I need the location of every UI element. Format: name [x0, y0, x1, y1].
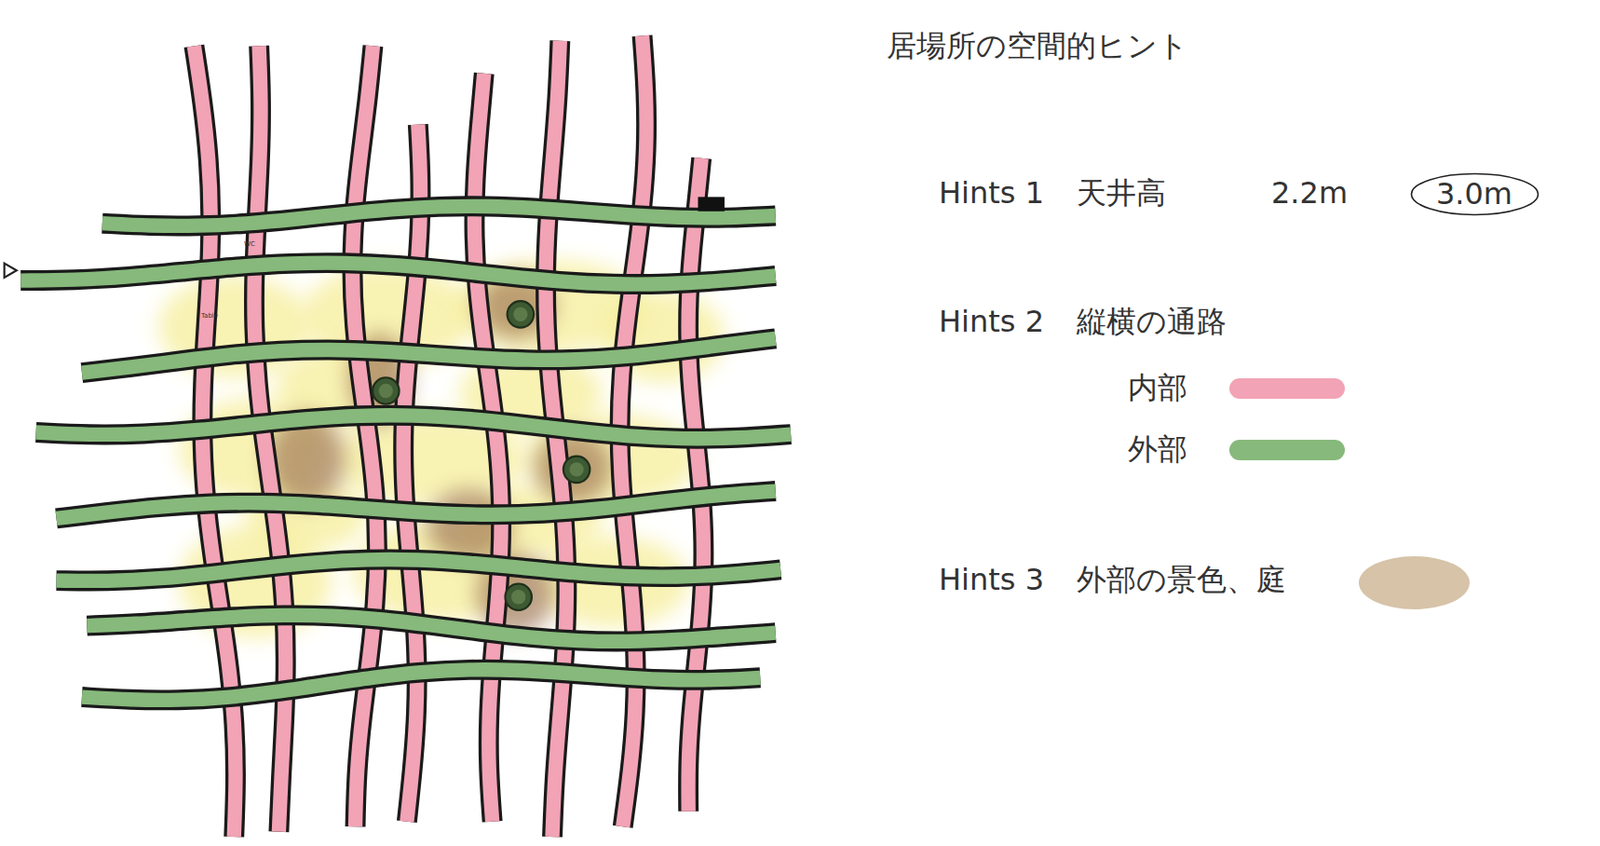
title: 居場所の空間的ヒント [886, 27, 1189, 64]
legend-label: 外部の景色、庭 [1076, 561, 1287, 597]
legend-swatch [1229, 439, 1345, 461]
hint-label: 天井高 [1076, 175, 1167, 211]
entrance-arrow [4, 263, 17, 278]
legend-swatch [1358, 555, 1470, 610]
hint-label: 2.2m [1271, 175, 1348, 211]
trees [372, 300, 590, 611]
hint-label: 縦横の通路 [1076, 303, 1227, 339]
hint-label: Hints 2 [938, 303, 1045, 339]
room-label: Table [201, 311, 218, 320]
legend-label: 内部 [1127, 369, 1188, 406]
option-value: 3.0m [1410, 172, 1540, 212]
room-label: WC [244, 240, 256, 248]
door-mark [697, 196, 724, 211]
legend-label: 外部 [1127, 431, 1188, 467]
hint-label: Hints 1 [938, 175, 1045, 211]
legend-swatch [1229, 378, 1345, 399]
hint-label: Hints 3 [938, 561, 1045, 597]
circled-option: 3.0m [1410, 172, 1540, 217]
exterior-paths [20, 205, 791, 700]
